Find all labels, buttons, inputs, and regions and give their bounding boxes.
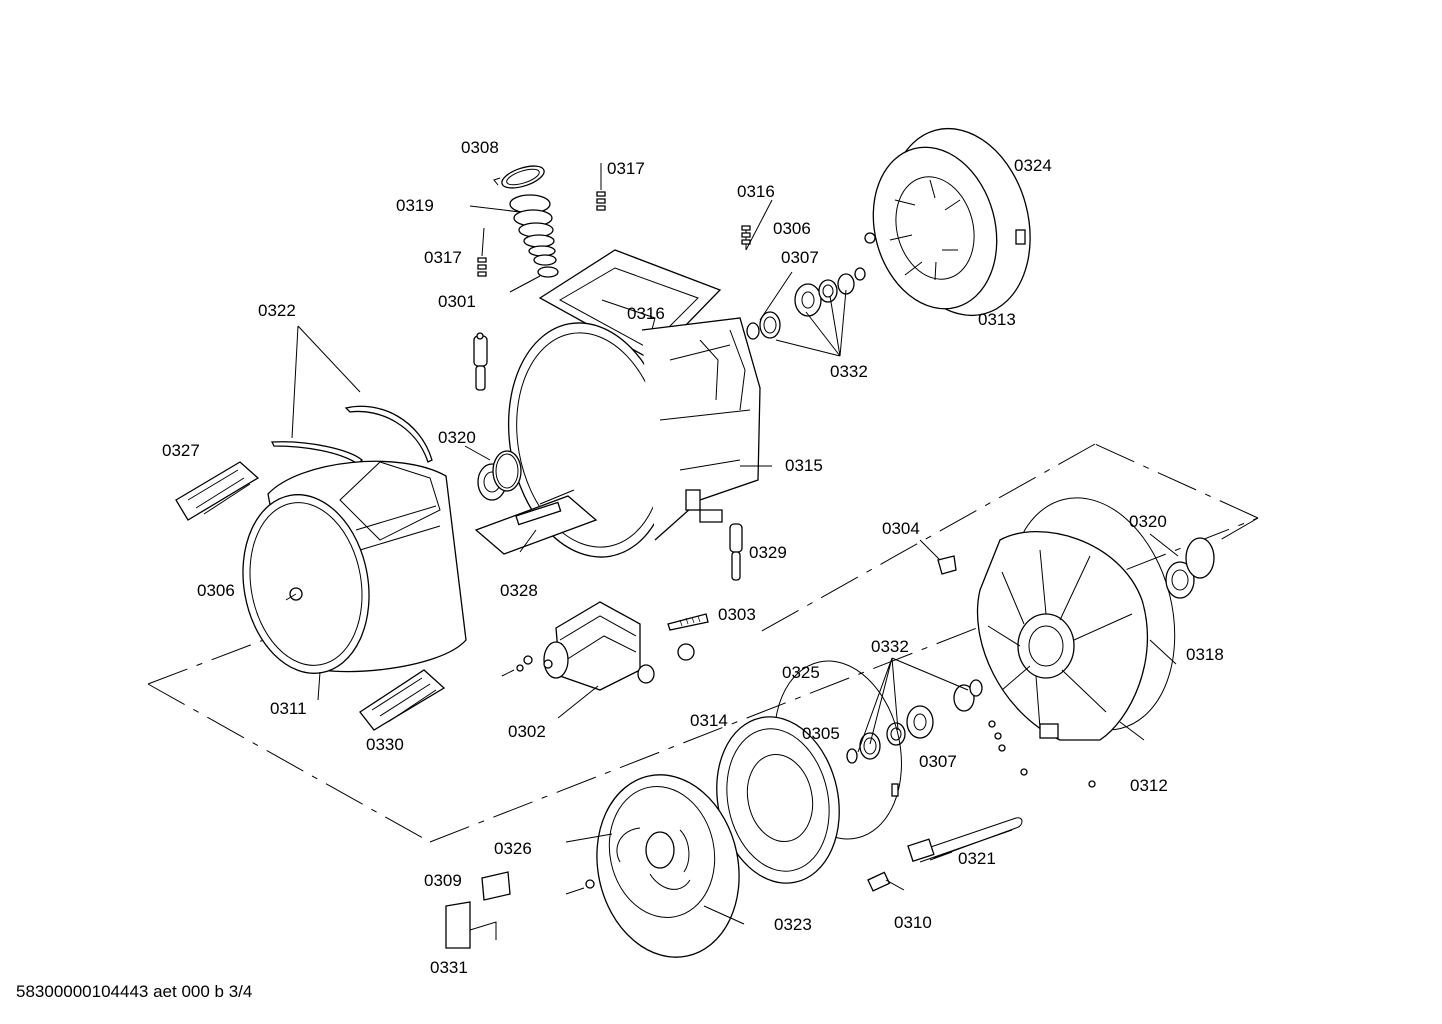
part-label-0312: 0312 [1130,776,1168,795]
part-label-0313: 0313 [978,310,1016,329]
part-label-0323: 0323 [774,915,812,934]
spring-part [741,225,751,250]
rear-tub-cover-part [872,127,1031,317]
assembly-plane-lines [147,443,1259,843]
spring-part [477,227,487,277]
sensor-part [867,871,891,892]
part-label-0308: 0308 [461,138,499,157]
front-cover-part [716,716,840,884]
part-label-0328: 0328 [500,581,538,600]
part-label-0325: 0325 [782,663,820,682]
front-tub-half-part [976,497,1176,741]
part-label-0306: 0306 [197,581,235,600]
drum-part [242,460,467,674]
part-label-0306: 0306 [773,219,811,238]
part-label-0324: 0324 [1014,156,1052,175]
screw-part [667,613,709,631]
drum-lifter-part [359,669,446,731]
shock-absorber-part [473,332,488,391]
heater-element-part [907,817,1023,863]
tub-body-part [507,249,761,558]
part-label-0307: 0307 [781,248,819,267]
part-label-0326: 0326 [494,839,532,858]
part-label-0316: 0316 [737,182,775,201]
part-label-0316: 0316 [627,304,665,323]
part-label-0311: 0311 [270,699,307,718]
drum-straps-part [270,405,433,465]
small-screws-part [988,720,1096,788]
part-label-0331: 0331 [430,958,468,977]
shock-absorber-part [729,523,743,581]
clip-part [937,555,957,575]
part-label-0314: 0314 [690,711,728,730]
part-label-0310: 0310 [894,913,932,932]
bellows-hose-part [509,194,559,278]
control-panel-part [474,489,598,555]
part-label-0305: 0305 [802,724,840,743]
part-label-0315: 0315 [785,456,823,475]
part-label-0309: 0309 [424,871,462,890]
part-label-0330: 0330 [366,735,404,754]
part-label-0318: 0318 [1186,645,1224,664]
part-label-0322: 0322 [258,301,296,320]
part-label-0320: 0320 [438,428,476,447]
part-label-0332: 0332 [871,637,909,656]
part-label-0332: 0332 [830,362,868,381]
part-label-0321: 0321 [958,849,996,868]
part-label-0307: 0307 [919,752,957,771]
part-label-0320: 0320 [1129,512,1167,531]
motor-part [501,601,695,691]
seal-ring-part [1165,537,1215,599]
seal-ring-part [477,450,522,501]
clamp-ring-part [493,165,545,189]
bearing-set-upper [746,232,876,340]
pulley-part [565,774,740,958]
part-label-0317: 0317 [424,248,462,267]
leader-lines [291,199,1179,925]
bracket-part [481,871,511,901]
drum-lifter-part [175,461,260,521]
part-label-0317: 0317 [607,159,645,178]
part-label-0303: 0303 [718,605,756,624]
part-label-0301: 0301 [438,292,476,311]
part-label-0329: 0329 [749,543,787,562]
document-reference: 58300000104443 aet 000 b 3/4 [16,982,252,1001]
part-label-0304: 0304 [882,519,920,538]
part-label-0327: 0327 [162,441,200,460]
part-label-0302: 0302 [508,722,546,741]
part-labels: 0308 0317 0319 0317 0301 0316 0316 0306 … [162,138,1224,977]
bracket-part [445,901,497,949]
spring-part [596,163,606,211]
part-label-0319: 0319 [396,196,434,215]
bearing-set-lower [846,679,983,764]
